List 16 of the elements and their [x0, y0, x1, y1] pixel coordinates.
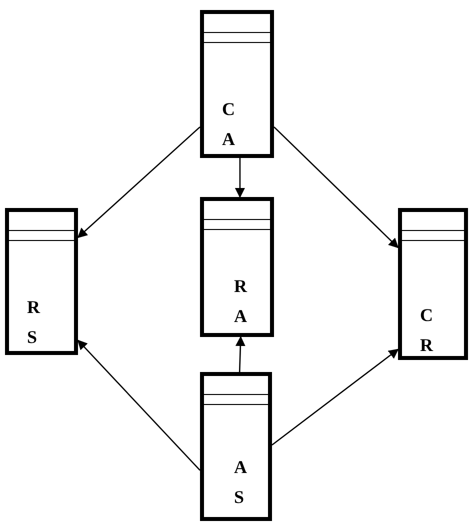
box-label: A S	[234, 456, 248, 509]
arrow	[234, 158, 245, 198]
server-box	[5, 208, 78, 355]
arrow	[77, 126, 200, 238]
arrow	[77, 340, 200, 471]
server-box	[398, 208, 468, 360]
server-box	[200, 10, 274, 158]
arrow	[274, 126, 399, 248]
arrow	[272, 348, 399, 446]
arrow	[235, 336, 246, 372]
box-label: C R	[420, 304, 434, 357]
box-label: R S	[27, 296, 42, 349]
box-label: C A	[222, 98, 236, 151]
server-box	[200, 372, 272, 521]
server-box	[200, 197, 274, 337]
box-label: R A	[234, 275, 248, 328]
